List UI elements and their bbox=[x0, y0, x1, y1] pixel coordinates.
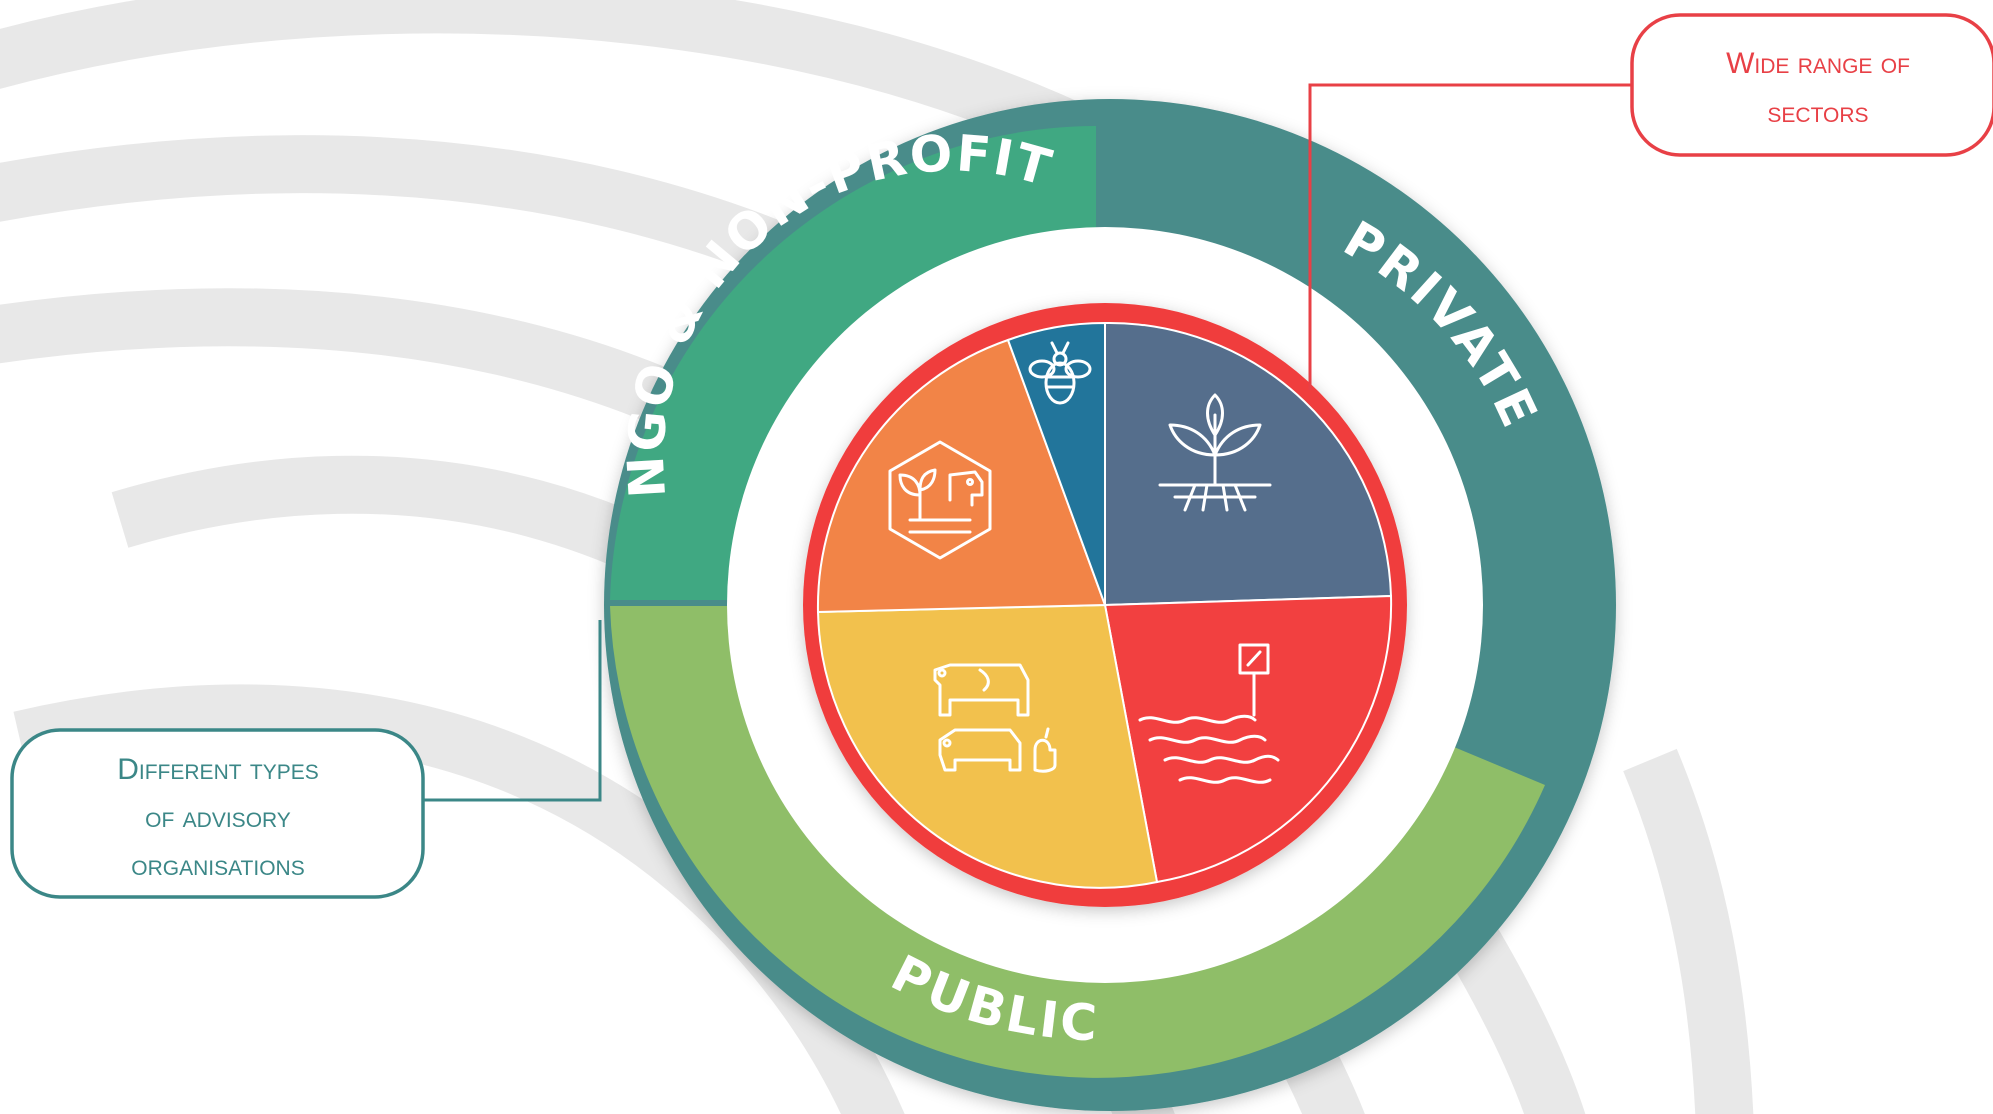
mixed-farm-hexagon-icon bbox=[888, 440, 992, 560]
sector-beekeeping bbox=[1006, 321, 1106, 606]
sectors-callout-connector bbox=[1308, 83, 1632, 390]
sector-livestock bbox=[816, 603, 1159, 889]
organisations-callout-line3: organisations bbox=[131, 849, 304, 882]
sectors-callout: Wide range of sectors bbox=[1308, 13, 1993, 390]
sectors-callout-line1: Wide range of bbox=[1726, 47, 1910, 80]
vegetable-field-icon bbox=[1138, 643, 1280, 784]
sectors-callout-line2: sectors bbox=[1767, 96, 1868, 129]
organisations-callout-box bbox=[10, 728, 425, 899]
background-arc bbox=[13, 684, 905, 1114]
sector-crops bbox=[1104, 321, 1393, 607]
sectors-callout-box bbox=[1630, 13, 1993, 157]
background-arc bbox=[1623, 748, 1754, 1114]
private-segment bbox=[1098, 117, 1587, 779]
sector-pie bbox=[803, 303, 1407, 907]
ngo-segment bbox=[610, 126, 1096, 600]
public-segment bbox=[610, 606, 1545, 1078]
sector-mixed-farming bbox=[816, 338, 1107, 614]
sprouting-plant-icon bbox=[1158, 393, 1272, 512]
cow-pig-chicken-icon bbox=[933, 663, 1057, 773]
organisations-callout: Different types of advisory organisation… bbox=[10, 620, 602, 899]
organisations-callout-line2: of advisory bbox=[145, 801, 291, 834]
sector-horticulture bbox=[1103, 594, 1393, 884]
organisations-callout-line1: Different types bbox=[117, 753, 319, 786]
bee-icon bbox=[1028, 341, 1092, 405]
organisations-callout-connector bbox=[423, 620, 602, 802]
